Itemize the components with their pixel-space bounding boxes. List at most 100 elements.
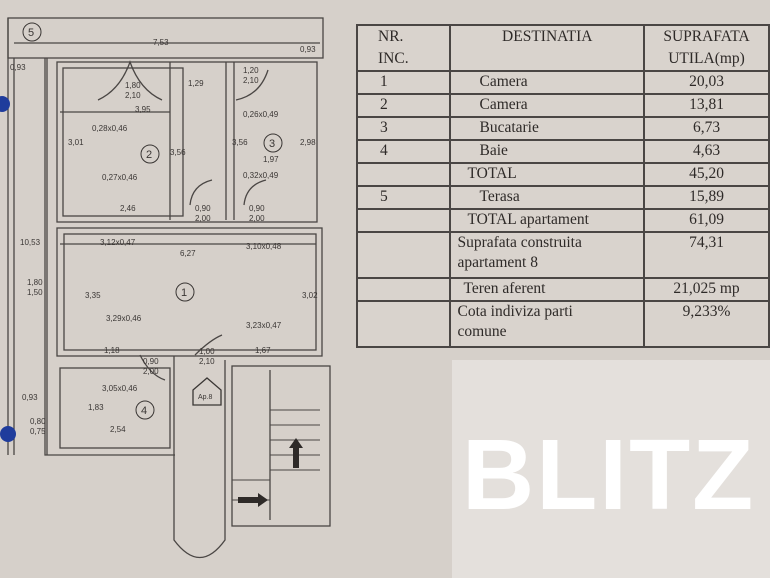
dim: 1,20 xyxy=(243,66,259,75)
cell-nr: 1 xyxy=(355,70,452,95)
cell-nr xyxy=(355,208,452,233)
dim: 0,26x0,49 xyxy=(243,110,279,119)
dim: 1,80 xyxy=(27,278,43,287)
dim: 3,05x0,46 xyxy=(102,384,138,393)
dim: 2,10 xyxy=(125,91,141,100)
dim: 0,90 xyxy=(249,204,265,213)
header-nr: NR. xyxy=(378,28,404,45)
cell-nr xyxy=(355,162,452,187)
dim: 1,00 xyxy=(199,347,215,356)
cell-nr: 5 xyxy=(355,185,452,210)
dimension-labels: 7,53 0,93 0,93 1,80 2,10 3,95 3,01 3,56 … xyxy=(10,38,318,436)
cell-name: Cota indiviza parti xyxy=(457,303,573,320)
dim: 1,50 xyxy=(27,288,43,297)
stair-arrow-up-icon xyxy=(289,438,303,468)
dim: 0,80 xyxy=(30,417,46,426)
cell-name: Teren aferent xyxy=(449,277,646,302)
blue-marker-dot xyxy=(0,96,10,112)
header-nr-line2: INC. xyxy=(378,50,409,67)
cell-name: Bucatarie xyxy=(449,116,646,141)
dim: 3,29x0,46 xyxy=(106,314,142,323)
dim: 0,93 xyxy=(300,45,316,54)
room-label-5: 5 xyxy=(28,27,34,39)
cell-nr: 2 xyxy=(355,93,452,118)
dim: 2,10 xyxy=(243,76,259,85)
dim: 3,35 xyxy=(85,291,101,300)
dim: 3,23x0,47 xyxy=(246,321,282,330)
cell-value: 74,31 xyxy=(643,231,770,279)
room-label-2: 2 xyxy=(146,149,152,161)
cell-value: 20,03 xyxy=(643,70,770,95)
dim: 3,12x0,47 xyxy=(100,238,136,247)
room-4-outline xyxy=(59,367,171,449)
blue-marker-dot xyxy=(0,426,16,442)
cell-name: Terasa xyxy=(449,185,646,210)
cell-nr: 4 xyxy=(355,139,452,164)
dim: 0,27x0,46 xyxy=(102,173,138,182)
cell-name-line2: apartament 8 xyxy=(457,254,538,271)
cell-value: 13,81 xyxy=(643,93,770,118)
dim: 3,56 xyxy=(232,138,248,147)
dim: 0,93 xyxy=(10,63,26,72)
dim: 3,02 xyxy=(302,291,318,300)
room-label-1: 1 xyxy=(181,287,187,299)
header-suprafata: SUPRAFATA xyxy=(663,28,750,45)
stair-arrow-right-icon xyxy=(238,493,268,507)
dim: 0,28x0,46 xyxy=(92,124,128,133)
dim: 2,98 xyxy=(300,138,316,147)
cell-name: Baie xyxy=(449,139,646,164)
floor-plan: 5 2 3 1 4 7,53 0,93 0,93 1,80 2,10 3,95 … xyxy=(7,17,331,558)
cell-name: Camera xyxy=(449,93,646,118)
dim: 0,32x0,49 xyxy=(243,171,279,180)
dim: 2,00 xyxy=(195,214,211,223)
apartment-label: Ap.8 xyxy=(198,394,213,401)
cell-name: TOTAL apartament xyxy=(449,208,646,233)
cell-nr: 3 xyxy=(355,116,452,141)
dim: 1,80 xyxy=(125,81,141,90)
dim: 0,90 xyxy=(195,204,211,213)
dim: 7,53 xyxy=(153,38,169,47)
dim: 1,29 xyxy=(188,79,204,88)
dim: 1,18 xyxy=(104,346,120,355)
dim: 3,01 xyxy=(68,138,84,147)
dim: 3,56 xyxy=(170,148,186,157)
room-label-4: 4 xyxy=(141,405,147,417)
table-row: Suprafata construita apartament 8 74,31 xyxy=(355,231,770,279)
photo-background-area xyxy=(452,360,770,578)
dim: 3,10x0,48 xyxy=(246,242,282,251)
cell-value: 6,73 xyxy=(643,116,770,141)
dim: 1,83 xyxy=(88,403,104,412)
dim: 0,75 xyxy=(30,427,46,436)
dim: 0,93 xyxy=(22,393,38,402)
cell-value: 45,20 xyxy=(643,162,770,187)
cell-name: Suprafata construita xyxy=(457,234,582,251)
cell-value: 61,09 xyxy=(643,208,770,233)
cell-name-line2: comune xyxy=(457,323,507,340)
watermark-logo: BLITZ xyxy=(462,419,756,531)
dim: 2,00 xyxy=(143,367,159,376)
dim: 0,90 xyxy=(143,357,159,366)
dim: 2,00 xyxy=(249,214,265,223)
room-number-markers xyxy=(22,22,283,420)
dim: 2,46 xyxy=(120,204,136,213)
dim: 3,95 xyxy=(135,105,151,114)
room-label-3: 3 xyxy=(269,138,275,150)
dim: 10,53 xyxy=(20,238,41,247)
cell-name: TOTAL xyxy=(449,162,646,187)
upper-rooms-outline xyxy=(56,61,318,223)
apartment-marker-icon xyxy=(192,377,222,406)
stairwell xyxy=(173,356,226,558)
dim: 1,67 xyxy=(255,346,271,355)
cell-value: 21,025 mp xyxy=(643,277,770,302)
header-suprafata-line2: UTILA(mp) xyxy=(668,50,745,67)
cell-name: Camera xyxy=(449,70,646,95)
